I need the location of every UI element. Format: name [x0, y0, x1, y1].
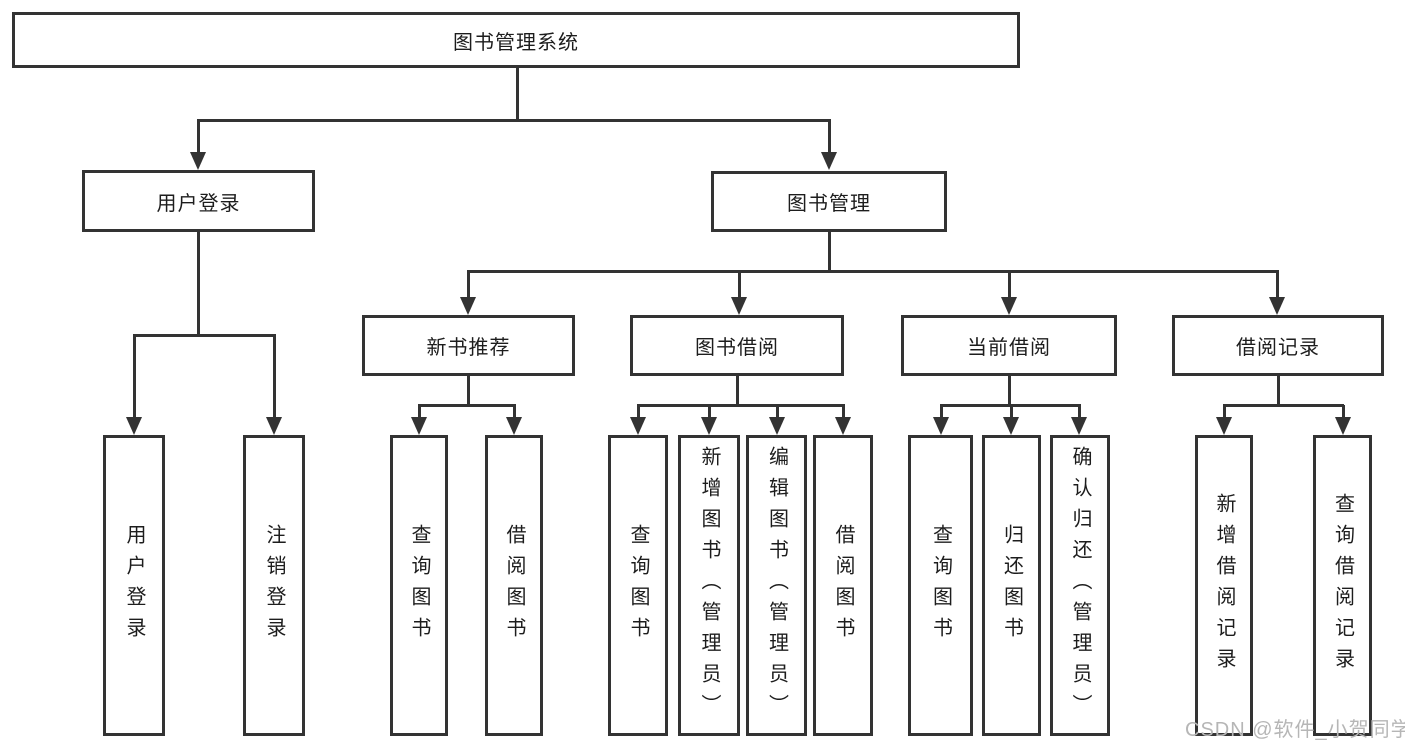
leaf-label: 借阅图书	[832, 523, 854, 648]
connector-vline	[1008, 376, 1011, 407]
arrow-down-icon	[1269, 297, 1285, 315]
node-book-management: 图书管理	[711, 171, 947, 232]
arrow-stem	[1342, 405, 1345, 418]
arrow-stem	[513, 405, 516, 418]
leaf-current-confirm-return-admin: 确认归还（管理员）	[1050, 435, 1110, 736]
connector-vline	[516, 68, 519, 121]
connector-vline	[1277, 376, 1280, 407]
arrow-stem	[738, 271, 741, 298]
leaf-record-query-borrow-record: 查询借阅记录	[1313, 435, 1372, 736]
connector-hline	[1223, 404, 1344, 407]
arrow-down-icon	[126, 417, 142, 435]
arrow-stem	[776, 405, 779, 418]
arrow-down-icon	[460, 297, 476, 315]
arrow-down-icon	[1335, 417, 1351, 435]
arrow-down-icon	[835, 417, 851, 435]
leaf-borrow-lend-books: 借阅图书	[813, 435, 873, 736]
arrow-stem	[940, 405, 943, 418]
leaf-borrow-query-books: 查询图书	[608, 435, 668, 736]
node-label: 图书借阅	[695, 337, 779, 359]
arrow-stem	[1008, 271, 1011, 298]
leaf-borrow-edit-books-admin: 编辑图书（管理员）	[746, 435, 807, 736]
leaf-logout: 注销登录	[243, 435, 305, 736]
arrow-down-icon	[1071, 417, 1087, 435]
arrow-down-icon	[1216, 417, 1232, 435]
arrow-stem	[828, 120, 831, 153]
watermark: CSDN @软件_小贺同学	[1185, 719, 1405, 741]
arrow-stem	[637, 405, 640, 418]
arrow-stem	[273, 335, 276, 418]
arrow-stem	[842, 405, 845, 418]
connector-vline	[736, 376, 739, 407]
connector-hline	[197, 119, 831, 122]
leaf-label: 新增图书（管理员）	[698, 446, 720, 725]
arrow-stem	[1276, 271, 1279, 298]
arrow-down-icon	[701, 417, 717, 435]
connector-hline	[467, 270, 1279, 273]
arrow-stem	[197, 120, 200, 153]
leaf-rec-query-books: 查询图书	[390, 435, 448, 736]
arrow-down-icon	[630, 417, 646, 435]
leaf-label: 新增借阅记录	[1213, 492, 1235, 679]
node-label: 用户登录	[156, 192, 241, 215]
arrow-down-icon	[506, 417, 522, 435]
leaf-rec-borrow-books: 借阅图书	[485, 435, 543, 736]
arrow-stem	[467, 271, 470, 298]
arrow-down-icon	[1001, 297, 1017, 315]
node-root: 图书管理系统	[12, 12, 1020, 68]
leaf-label: 查询图书	[627, 523, 649, 648]
leaf-borrow-add-books-admin: 新增图书（管理员）	[678, 435, 740, 736]
leaf-label: 查询图书	[408, 523, 430, 648]
leaf-label: 编辑图书（管理员）	[765, 446, 788, 725]
arrow-down-icon	[769, 417, 785, 435]
leaf-user-login: 用户登录	[103, 435, 165, 736]
connector-hline	[133, 334, 276, 337]
leaf-label: 查询图书	[929, 523, 952, 648]
node-label: 借阅记录	[1236, 337, 1320, 359]
arrow-stem	[708, 405, 711, 418]
node-root-label: 图书管理系统	[453, 31, 579, 54]
arrow-down-icon	[731, 297, 747, 315]
leaf-label: 确认归还（管理员）	[1069, 446, 1091, 725]
node-borrow-records: 借阅记录	[1172, 315, 1384, 376]
leaf-current-return-books: 归还图书	[982, 435, 1041, 736]
arrow-stem	[1010, 405, 1013, 418]
leaf-label: 归还图书	[1000, 523, 1023, 648]
node-label: 当前借阅	[967, 337, 1051, 359]
arrow-down-icon	[266, 417, 282, 435]
connector-vline	[197, 232, 200, 336]
connector-hline	[418, 404, 516, 407]
leaf-label: 注销登录	[263, 523, 285, 648]
connector-vline	[828, 232, 831, 273]
arrow-stem	[1078, 405, 1081, 418]
node-current-borrowing: 当前借阅	[901, 315, 1117, 376]
arrow-down-icon	[821, 152, 837, 170]
node-user-login-branch: 用户登录	[82, 170, 315, 232]
node-label: 新书推荐	[426, 337, 511, 359]
leaf-label: 用户登录	[123, 523, 145, 648]
node-new-book-recommend: 新书推荐	[362, 315, 575, 376]
arrow-stem	[1223, 405, 1226, 418]
node-label: 图书管理	[787, 193, 871, 215]
leaf-label: 查询借阅记录	[1331, 492, 1354, 679]
arrow-down-icon	[190, 152, 206, 170]
leaf-record-add-borrow-record: 新增借阅记录	[1195, 435, 1253, 736]
arrow-down-icon	[933, 417, 949, 435]
leaf-current-query-books: 查询图书	[908, 435, 973, 736]
node-book-borrowing: 图书借阅	[630, 315, 844, 376]
leaf-label: 借阅图书	[503, 523, 525, 648]
arrow-stem	[418, 405, 421, 418]
connector-hline	[637, 404, 845, 407]
connector-vline	[467, 376, 470, 407]
arrow-stem	[133, 335, 136, 418]
arrow-down-icon	[1003, 417, 1019, 435]
arrow-down-icon	[411, 417, 427, 435]
